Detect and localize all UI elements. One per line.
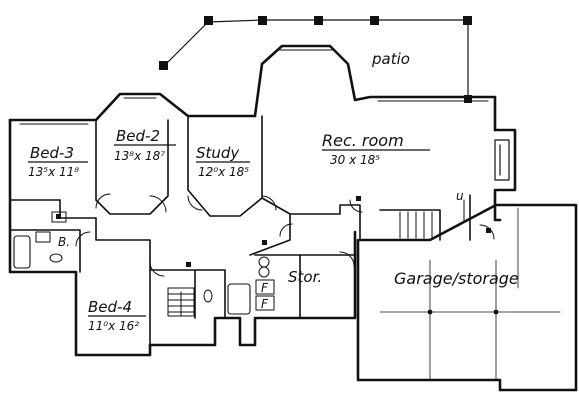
appliance-label-f1: F (261, 281, 269, 295)
room-labels: Bed-3 13⁵x 11⁸ Bed-2 13⁸x 18⁷ Study 12⁰x… (28, 50, 519, 333)
garage-label: Garage/storage (394, 269, 519, 288)
fireplace (494, 139, 510, 181)
bathtub (13, 235, 251, 315)
patio-label: patio (371, 50, 410, 68)
exterior-walls (8, 44, 578, 392)
bed2-size: 13⁸x 18⁷ (114, 149, 165, 163)
toilet (49, 253, 213, 303)
patio-post (159, 16, 472, 103)
bed3-size: 13⁵x 11⁸ (28, 165, 79, 179)
laundry-appliance (255, 256, 275, 311)
bed4-size: 11⁰x 16² (88, 319, 139, 333)
bed4-name: Bed-4 (88, 298, 132, 316)
stor-label: Stor. (288, 268, 322, 286)
stair-up-label: u (456, 189, 464, 203)
interior-walls (9, 115, 471, 346)
study-size: 12⁰x 18⁵ (198, 165, 249, 179)
window (19, 49, 489, 125)
bed3-name: Bed-3 (30, 144, 74, 162)
patio-pergola (163, 19, 469, 101)
bed2-name: Bed-2 (116, 127, 160, 145)
study-name: Study (196, 144, 240, 162)
garage-grid (379, 207, 561, 381)
column (56, 196, 491, 267)
rec-room-size: 30 x 18⁵ (330, 153, 380, 167)
label-underline (28, 144, 430, 317)
bath-label: B. (58, 235, 70, 249)
garage-post (427, 309, 499, 315)
sink (35, 211, 67, 243)
rec-room-name: Rec. room (322, 131, 404, 150)
hall-stair (167, 287, 195, 317)
appliance-label-f2: F (261, 297, 269, 311)
door-swing (75, 193, 495, 277)
stair-treads (399, 199, 465, 239)
